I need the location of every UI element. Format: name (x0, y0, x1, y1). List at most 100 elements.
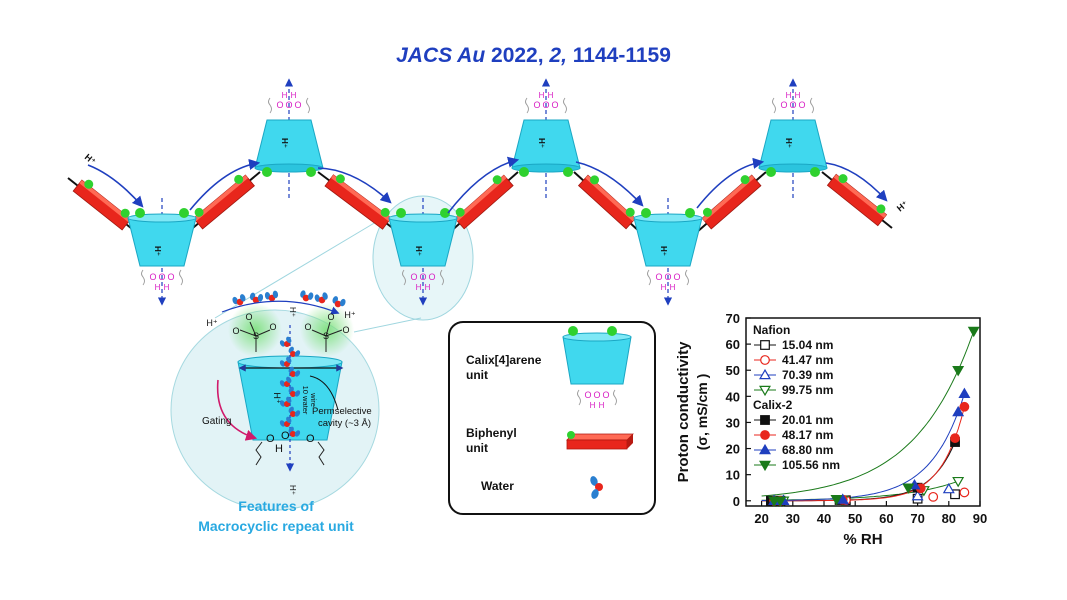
legend-entry-label: 68.80 nm (782, 443, 833, 457)
cavity-water-top-h: H (282, 91, 288, 100)
gating-arrow (216, 379, 258, 441)
legend-biphenyl-icon (566, 431, 634, 450)
y-tick-label: 0 (733, 494, 740, 509)
calixarene-sphere (563, 167, 573, 177)
water-o-atom (302, 294, 310, 302)
calixarene-cone (633, 217, 703, 267)
data-point (958, 387, 971, 398)
water-molecule (279, 416, 292, 427)
pendant-chain-left (255, 441, 263, 466)
sulfonate-left-o3: O (245, 312, 252, 322)
water-o-atom (290, 351, 296, 357)
data-point (967, 326, 980, 338)
data-point (836, 493, 849, 504)
x-tick-label: 50 (848, 511, 862, 526)
water-molecule (288, 346, 301, 357)
cavity-water-bottom-o: O (410, 272, 417, 282)
water-molecule (279, 336, 292, 347)
biphenyl-highlight (79, 180, 131, 223)
biphenyl-sphere (455, 207, 465, 217)
biphenyl-highlight (585, 175, 636, 222)
cavity-proton-label: H⁺ (280, 138, 289, 148)
y-tick-label: 50 (726, 363, 740, 378)
biphenyl-bar (577, 174, 637, 230)
water-h-atom (294, 390, 301, 397)
biphenyl-unit (821, 171, 893, 229)
water-h-atom (286, 336, 292, 344)
biphenyl-bar (826, 173, 888, 227)
legend-marker (759, 385, 771, 397)
chain-proton-in: H⁺ (83, 152, 98, 167)
biphenyl-bar (454, 174, 514, 230)
biphenyl-sphere (740, 175, 750, 185)
cavity-water-bottom-o: O (664, 272, 671, 282)
proton-transfer-arrow (317, 167, 392, 204)
legend-water-label: Water (481, 479, 514, 493)
calixarene-sphere (306, 167, 316, 177)
legend-biphenyl-label-1: Biphenyl (466, 426, 517, 440)
y-tick-label: 20 (726, 442, 740, 457)
bottom-o-3: O (306, 433, 315, 445)
calixarene-rim (511, 163, 581, 173)
calixarene-cone (388, 217, 458, 267)
water-h-atom (279, 420, 286, 427)
biphenyl-body (454, 174, 514, 230)
calixarene-rim (388, 213, 458, 223)
water-o-atom (290, 391, 296, 397)
pendant-chain (268, 97, 272, 114)
fit-curve-4817nm (761, 406, 965, 502)
water-molecule (288, 366, 301, 377)
cavity-water-bottom-h: H (661, 283, 667, 292)
water-molecule (264, 290, 279, 302)
y-tick-label: 60 (726, 337, 740, 352)
bottom-o-2: O (281, 430, 290, 442)
water-wire-label-2: wire (309, 392, 318, 407)
legend-entry-label: 20.01 nm (782, 413, 833, 427)
water-o-atom (290, 411, 296, 417)
pendant-chain (402, 269, 406, 286)
pendant-chain (179, 269, 183, 286)
biphenyl-body (193, 174, 255, 230)
series-7 (768, 326, 980, 507)
legend-marker (759, 443, 771, 455)
cavity-water-top-h: H (539, 91, 545, 100)
pendant-chain (810, 97, 814, 114)
data-point (830, 494, 843, 506)
biphenyl-sphere (702, 207, 712, 217)
cavity-water-top-h: H (291, 91, 297, 100)
water-wire (279, 336, 301, 437)
biphenyl-body (324, 174, 392, 230)
proton-label-left: H⁺ (206, 318, 217, 328)
water-molecule (279, 396, 292, 407)
proton-transfer-arrow (447, 156, 520, 214)
proton-transfer-arrow (575, 161, 644, 207)
x-tick-label: 40 (817, 511, 831, 526)
cavity-water-top-o: O (542, 100, 549, 110)
biphenyl-highlight (454, 175, 507, 222)
y-axis-label-1: Proton conductivity (675, 341, 692, 482)
water-molecule (332, 296, 346, 308)
calixarene-sphere (810, 167, 820, 177)
citation-pages: 1144-1159 (572, 44, 671, 67)
proton-label-right: H⁺ (344, 310, 355, 320)
water-molecule (300, 290, 314, 302)
pendant-chain (772, 97, 776, 114)
biphenyl-sphere (838, 174, 848, 184)
data-point (950, 433, 960, 444)
water-molecule (288, 386, 301, 397)
cavity-water-bottom-h: H (670, 283, 676, 292)
water-h-atom (279, 380, 286, 387)
legend-marker (759, 460, 771, 472)
calixarene-sphere (440, 208, 450, 218)
gating-glow-left (228, 303, 282, 357)
legend-marker (759, 368, 771, 380)
data-point (952, 405, 965, 417)
cavity-water-top-h: H (548, 91, 554, 100)
proton-label-bottom: H⁺ (288, 485, 297, 495)
legend-entry-label: 70.39 nm (782, 368, 833, 382)
